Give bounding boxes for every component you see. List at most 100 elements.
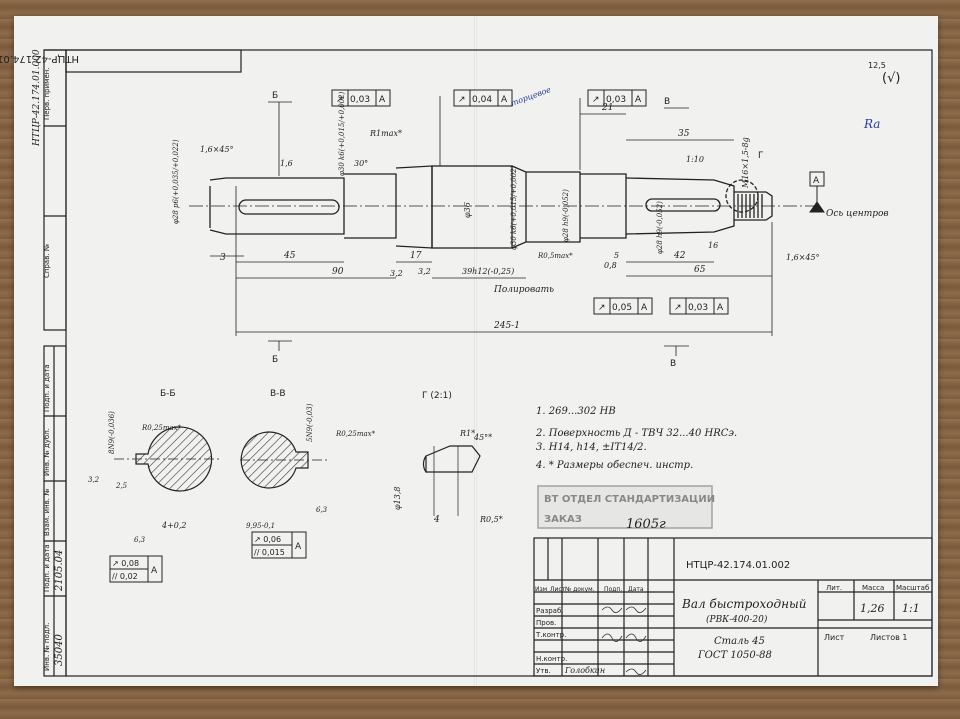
dim-l21: 21	[601, 103, 613, 113]
tb-mass: 1,26	[860, 602, 885, 615]
dim-r-fillet: R0,5max*	[537, 252, 573, 260]
dim-r-max: R1max*	[369, 129, 402, 138]
bb-width: 4+0,2	[161, 521, 187, 530]
bb-tol-1: ↗ 0,08	[112, 559, 139, 568]
note-3: 3. H14, h14, ±IT14/2.	[536, 442, 647, 453]
tol-4-symbol: ↗	[598, 303, 606, 313]
tb-scale: 1:1	[902, 602, 920, 615]
detail-mark-g: Г	[758, 151, 764, 161]
tb-approver: Голобкин	[564, 666, 605, 675]
dim-l32: 3,2	[418, 267, 431, 276]
tol-1-symbol: ↗	[336, 95, 344, 105]
signatures	[601, 606, 647, 675]
section-mark-b-top: Б	[272, 91, 278, 101]
tb-name-1: Вал быстроходный	[681, 597, 807, 611]
roughness-handwritten: Ra	[863, 117, 880, 131]
tol-frame-2	[453, 89, 513, 107]
stamp-handwritten: 1605г	[626, 517, 666, 532]
drawing-sheet: 12,5 (√) Ra	[0, 16, 938, 686]
side-label-pervprimen: Перв. примен.	[43, 67, 51, 120]
tol-5-value: 0,03	[688, 303, 708, 313]
stamp-line-2: ЗАКАЗ	[544, 514, 582, 525]
dim-l42: 42	[673, 251, 686, 261]
tol-frame-3	[587, 89, 647, 107]
dim-thread: M16×1,5-8g	[741, 137, 750, 189]
tb-col-list: Лист	[550, 586, 566, 593]
g-r1: R1*	[459, 429, 475, 438]
tb-row-razrab: Разраб.	[536, 607, 564, 615]
tol-3-value: 0,03	[606, 95, 626, 105]
note-axis-centers: Ось центров	[826, 209, 889, 219]
vv-key: 5N9(-0,03)	[306, 403, 314, 442]
g-angle: 45°*	[473, 433, 492, 442]
section-bb-title: Б-Б	[160, 389, 176, 399]
vv-radius: R0,25max*	[335, 430, 376, 438]
dim-d-left: φ28 p6(+0,035/+0,022)	[172, 139, 180, 224]
vv-tol-2: // 0,015	[254, 548, 285, 557]
rough-32: 3,2	[390, 269, 403, 278]
section-vv-drawing	[240, 431, 330, 489]
rough-08: 0,8	[604, 261, 617, 270]
tb-hdr-lit: Лит.	[826, 584, 842, 592]
dim-l245: 245-1	[493, 321, 520, 331]
dim-l17: 17	[410, 251, 422, 261]
dim-d-mid3: φ28 h9(-0,052)	[562, 189, 570, 242]
tol-4-base: А	[641, 303, 648, 313]
tb-name-2: (РВК-400-20)	[706, 614, 768, 625]
side-inv-value: 35040	[54, 634, 65, 666]
tb-hdr-scale: Масштаб	[896, 584, 929, 592]
side-label-podp2: Подп. и дата	[43, 544, 51, 592]
g-r2: R0,5*	[479, 515, 503, 524]
svg-text:(√): (√)	[882, 71, 900, 86]
top-code-box	[65, 49, 242, 73]
tb-material-2: ГОСТ 1050-88	[697, 650, 772, 661]
dim-l35: 35	[678, 129, 690, 139]
tol-frame-1	[331, 89, 391, 107]
tol-4-value: 0,05	[612, 303, 632, 313]
dim-taper: 1:10	[686, 155, 704, 164]
dim-angle-30: 30°	[354, 159, 368, 168]
tol-3-base: А	[635, 95, 642, 105]
side-label-sprav: Справ. №	[43, 243, 51, 278]
section-g-title: Г (2:1)	[422, 391, 452, 401]
tol-2-symbol: ↗	[458, 95, 466, 105]
stamp-line-1: ВТ ОТДЕЛ СТАНДАРТИЗАЦИИ	[544, 494, 715, 505]
bb-depth: 2,5	[115, 482, 128, 490]
handwritten-note-face: торцевое	[510, 85, 553, 108]
dimension-lines	[210, 96, 773, 356]
roughness-corner: 12,5	[868, 61, 886, 70]
top-code: НТЦР-42.174.01.002	[0, 53, 79, 64]
side-label-invpodl: Инв. № подл.	[43, 622, 51, 671]
tb-col-date: Дата	[628, 586, 644, 593]
drawing-frame	[65, 49, 933, 677]
section-g-drawing	[422, 445, 481, 516]
vv-tol-1: ↗ 0,06	[254, 535, 281, 544]
dim-d-mid2: φ30 k6(+0,015/+0,002)	[510, 165, 518, 250]
tol-5-base: А	[717, 303, 724, 313]
dim-l39: 39h12(-0,25)	[462, 267, 514, 276]
tb-col-sign: Подп.	[604, 586, 622, 593]
sheet-fold	[474, 16, 477, 686]
section-mark-v-bottom: В	[670, 359, 676, 369]
tol-2-value: 0,04	[472, 95, 492, 105]
section-mark-b-bottom: Б	[272, 355, 278, 365]
tol-1-value: 0,03	[350, 95, 370, 105]
dim-d-cone: φ28 h9(-0,052)	[656, 201, 664, 254]
side-label-invdubl: Инв. № дубл.	[43, 428, 51, 476]
tb-row-utv: Утв.	[536, 667, 551, 675]
dim-d-collar: φ36	[463, 202, 472, 218]
bb-radius: R0,25max*	[141, 424, 182, 432]
tol-frame-5	[669, 297, 729, 315]
shaft-outline	[189, 165, 814, 249]
tb-row-tkontr: Т.контр.	[535, 631, 566, 639]
bb-h: 3,2	[88, 476, 100, 484]
vv-base: А	[295, 542, 302, 552]
title-block-grid	[533, 537, 933, 677]
bb-key: 8N9(-0,036)	[108, 411, 116, 454]
side-primary-code: НТЦР-42.174.01.000	[32, 49, 42, 146]
dim-l90: 90	[332, 267, 344, 277]
tol-5-symbol: ↗	[674, 303, 682, 313]
tol-2-base: А	[501, 95, 508, 105]
tol-frame-4	[593, 297, 653, 315]
section-vv-title: В-В	[270, 389, 286, 399]
